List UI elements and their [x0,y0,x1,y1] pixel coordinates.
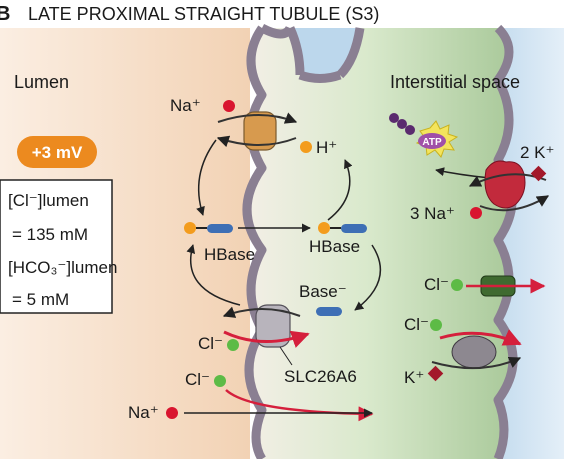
k-diamond-pump [530,165,547,182]
k2-label: 2 K⁺ [520,143,555,162]
cycle-arrow-left-top [196,139,217,216]
atp-badge [418,133,446,149]
na-paracellular-label: Na⁺ [128,403,159,422]
slc-arrow-base-out [222,306,301,318]
cl-dot-channel [451,279,463,291]
na3-label: 3 Na⁺ [410,204,455,223]
na-k-atpase-icon [484,160,526,209]
voltage-badge [17,136,97,168]
panel-letter: B [0,3,10,25]
slc-arrow-cl-in [223,330,310,348]
pump-arrow-na-out [479,195,550,212]
apical-membrane [242,25,267,459]
kcc-arrow-k [431,356,522,370]
k-kcc-label: K⁺ [404,368,424,387]
cl-exchanger-label: Cl⁻ [198,334,223,353]
junction-membrane [259,23,365,83]
slc26a6-label: SLC26A6 [284,367,357,386]
base-bar [316,307,342,316]
nhe-arrow-in [217,112,298,124]
base-label: Base⁻ [299,282,347,301]
cycle-arrow-left-bottom [186,244,241,306]
cl-dot-paracellular [214,375,226,387]
atp-molecule-icon [389,113,415,135]
kcc-arrow-cl [439,329,522,346]
base-bar-lumen [207,224,233,233]
base-bar-cell [341,224,367,233]
cell-body [247,28,513,459]
h-dot-hbase-cell [318,222,330,234]
atp-label: ATP [422,137,442,148]
cycle-arrow-right-top [327,159,353,221]
cl-dot-exchanger [227,339,239,351]
cl-paracellular-label: Cl⁻ [185,370,210,389]
cl-channel-label: Cl⁻ [424,275,449,294]
cl-lumen-value: = 135 mM [12,225,88,244]
cl-kcc-label: Cl⁻ [404,315,429,334]
slc26a6-exchanger-icon [255,304,291,348]
lumen-label: Lumen [14,72,69,92]
na-exchanger-label: Na⁺ [170,96,201,115]
kcc-cotransporter-icon [451,335,497,369]
nhe-exchanger-icon [243,111,277,151]
figure-title: LATE PROXIMAL STRAIGHT TUBULE (S3) [28,4,379,24]
slc-label-leader [279,346,293,366]
hco3-lumen-label: [HCO₃⁻]lumen [8,258,117,277]
basolateral-membrane [493,24,518,459]
lateral-space [290,28,360,75]
h-label: H⁺ [316,138,337,157]
na-dot-paracellular [166,407,178,419]
na-dot-pump [470,207,482,219]
voltage-badge-text: +3 mV [32,143,83,162]
hbase-lumen-label: HBase [204,245,255,264]
hco3-lumen-value: = 5 mM [12,290,69,309]
cl-dot-kcc [430,319,442,331]
nhe-arrow-out [216,135,297,148]
cycle-arrow-right-bottom [354,244,382,311]
concentration-box [0,179,113,314]
na-dot-exchanger [223,100,235,112]
hbase-cell-label: HBase [309,237,360,256]
interstitial-label: Interstitial space [390,72,520,92]
cl-lumen-label: [Cl⁻]lumen [8,191,89,210]
h-dot-hbase-lumen [184,222,196,234]
h-dot [300,141,312,153]
